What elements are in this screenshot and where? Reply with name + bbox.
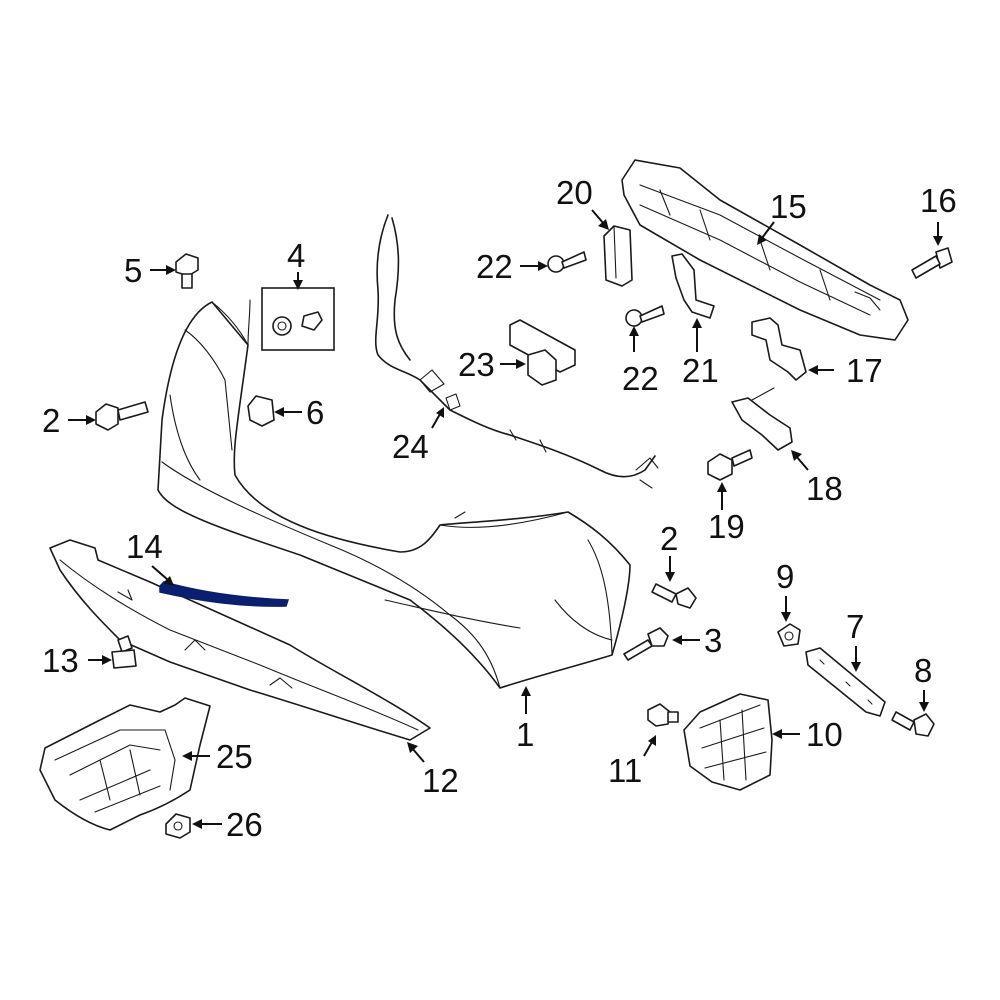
callout-6: 6 <box>306 394 324 431</box>
callout-7: 7 <box>846 608 864 645</box>
callout-22-lower: 22 <box>622 360 659 397</box>
callout-25: 25 <box>216 738 253 775</box>
bolt-5 <box>175 253 199 289</box>
bolt-2-left <box>95 401 149 431</box>
bolt-22-upper <box>547 251 587 273</box>
callout-14: 14 <box>126 528 163 565</box>
callout-23: 23 <box>458 346 495 383</box>
callout-3: 3 <box>704 622 722 659</box>
callout-21: 21 <box>682 352 719 389</box>
nut-9 <box>777 623 801 647</box>
bolt-3 <box>623 627 669 661</box>
bracket-10 <box>683 693 773 791</box>
bolt-8 <box>891 711 935 737</box>
lower-valance <box>49 539 431 741</box>
wiring-harness <box>374 214 659 489</box>
callout-2-left: 2 <box>42 402 60 439</box>
bolt-11 <box>647 703 679 727</box>
clip-13 <box>111 635 137 669</box>
callout-labels: 5 4 2 6 20 22 23 22 21 15 16 17 18 19 24… <box>42 174 957 843</box>
callout-12: 12 <box>422 762 459 799</box>
callout-15: 15 <box>770 188 807 225</box>
callout-5: 5 <box>124 252 142 289</box>
clip-kit-box <box>261 287 335 351</box>
callout-4: 4 <box>287 237 305 274</box>
bracket-21 <box>671 253 715 319</box>
bracket-23 <box>509 319 576 386</box>
push-clip-icon <box>301 311 323 331</box>
bracket-18 <box>731 387 793 451</box>
leader-lines <box>68 209 943 829</box>
bolt-2-right <box>651 583 697 609</box>
callout-22-upper: 22 <box>476 248 513 285</box>
callout-18: 18 <box>806 470 843 507</box>
reinforcement-beam <box>621 159 909 341</box>
bracket-7 <box>805 647 886 717</box>
bolt-19 <box>707 449 753 481</box>
callout-24: 24 <box>392 428 429 465</box>
washer-icon <box>272 316 292 336</box>
callout-1: 1 <box>516 716 534 753</box>
bolt-16 <box>911 247 953 279</box>
callout-8: 8 <box>914 652 932 689</box>
callout-10: 10 <box>806 716 843 753</box>
reflector-strip <box>159 581 290 607</box>
callout-2-right: 2 <box>660 520 678 557</box>
bumper-cover <box>157 299 631 689</box>
bolt-22-lower <box>625 305 665 327</box>
callout-20: 20 <box>556 174 593 211</box>
callout-9: 9 <box>776 558 794 595</box>
callout-13: 13 <box>42 642 79 679</box>
clip-6 <box>247 395 275 427</box>
callout-26: 26 <box>226 806 263 843</box>
bracket-17 <box>751 317 807 381</box>
under-shield <box>39 697 211 831</box>
nut-26 <box>165 813 191 839</box>
bracket-20 <box>603 225 633 287</box>
callout-17: 17 <box>846 352 883 389</box>
callout-11: 11 <box>608 752 642 789</box>
callout-19: 19 <box>708 508 745 545</box>
callout-16: 16 <box>920 182 957 219</box>
